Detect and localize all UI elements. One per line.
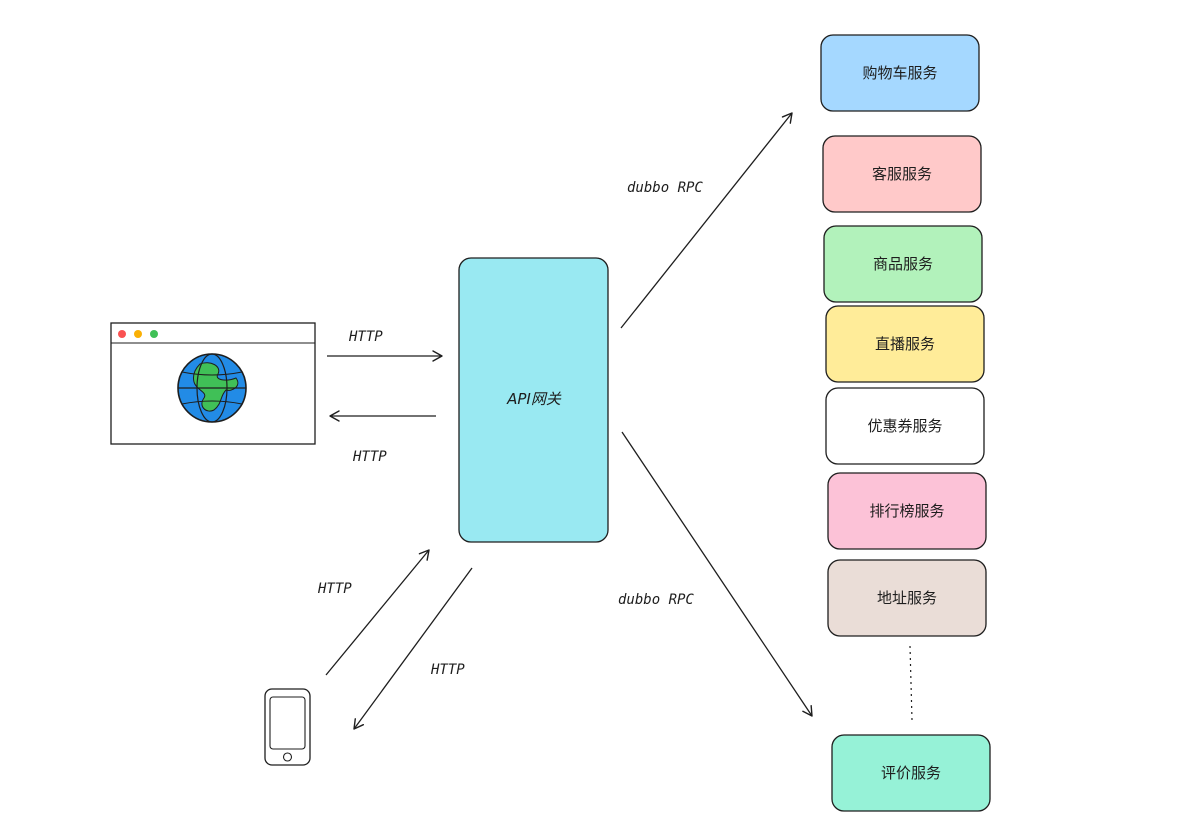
service-product: 商品服务 <box>823 225 983 303</box>
service-label: 购物车服务 <box>862 64 937 82</box>
edge-label-gateway-to-browser: HTTP <box>352 449 387 465</box>
edge-label-gateway-to-phone: HTTP <box>430 662 465 678</box>
arrow-rpc-lower <box>621 431 813 717</box>
service-label: 商品服务 <box>873 255 933 273</box>
edge-label-browser-to-gateway: HTTP <box>348 329 383 345</box>
services-continuation-dots <box>909 645 913 721</box>
service-cart: 购物车服务 <box>820 34 980 112</box>
api-gateway-label: API网关 <box>506 390 562 408</box>
service-coupon: 优惠券服务 <box>825 387 985 465</box>
window-close-dot <box>118 330 126 338</box>
edge-label-rpc-lower: dubbo RPC <box>618 592 694 608</box>
api-gateway-node: API网关 <box>458 257 609 543</box>
arrow-phone-to-gateway <box>325 549 430 676</box>
edge-label-phone-to-gateway: HTTP <box>317 581 352 597</box>
service-customer-support: 客服服务 <box>822 135 982 213</box>
arrow-gateway-to-phone <box>353 567 473 730</box>
service-ranking: 排行榜服务 <box>827 472 987 550</box>
service-label: 客服服务 <box>872 165 932 183</box>
edge-label-rpc-upper: dubbo RPC <box>627 180 703 196</box>
service-label: 评价服务 <box>881 764 941 782</box>
service-review: 评价服务 <box>831 734 991 812</box>
window-maximize-dot <box>150 330 158 338</box>
window-minimize-dot <box>134 330 142 338</box>
service-address: 地址服务 <box>827 559 987 637</box>
service-label: 直播服务 <box>875 335 935 353</box>
globe-icon <box>177 353 247 423</box>
service-label: 地址服务 <box>877 589 937 607</box>
smartphone-icon <box>264 688 311 766</box>
service-label: 优惠券服务 <box>867 417 942 435</box>
browser-window <box>110 322 316 445</box>
service-label: 排行榜服务 <box>869 502 944 520</box>
arrow-rpc-upper <box>620 112 793 329</box>
service-live-stream: 直播服务 <box>825 305 985 383</box>
